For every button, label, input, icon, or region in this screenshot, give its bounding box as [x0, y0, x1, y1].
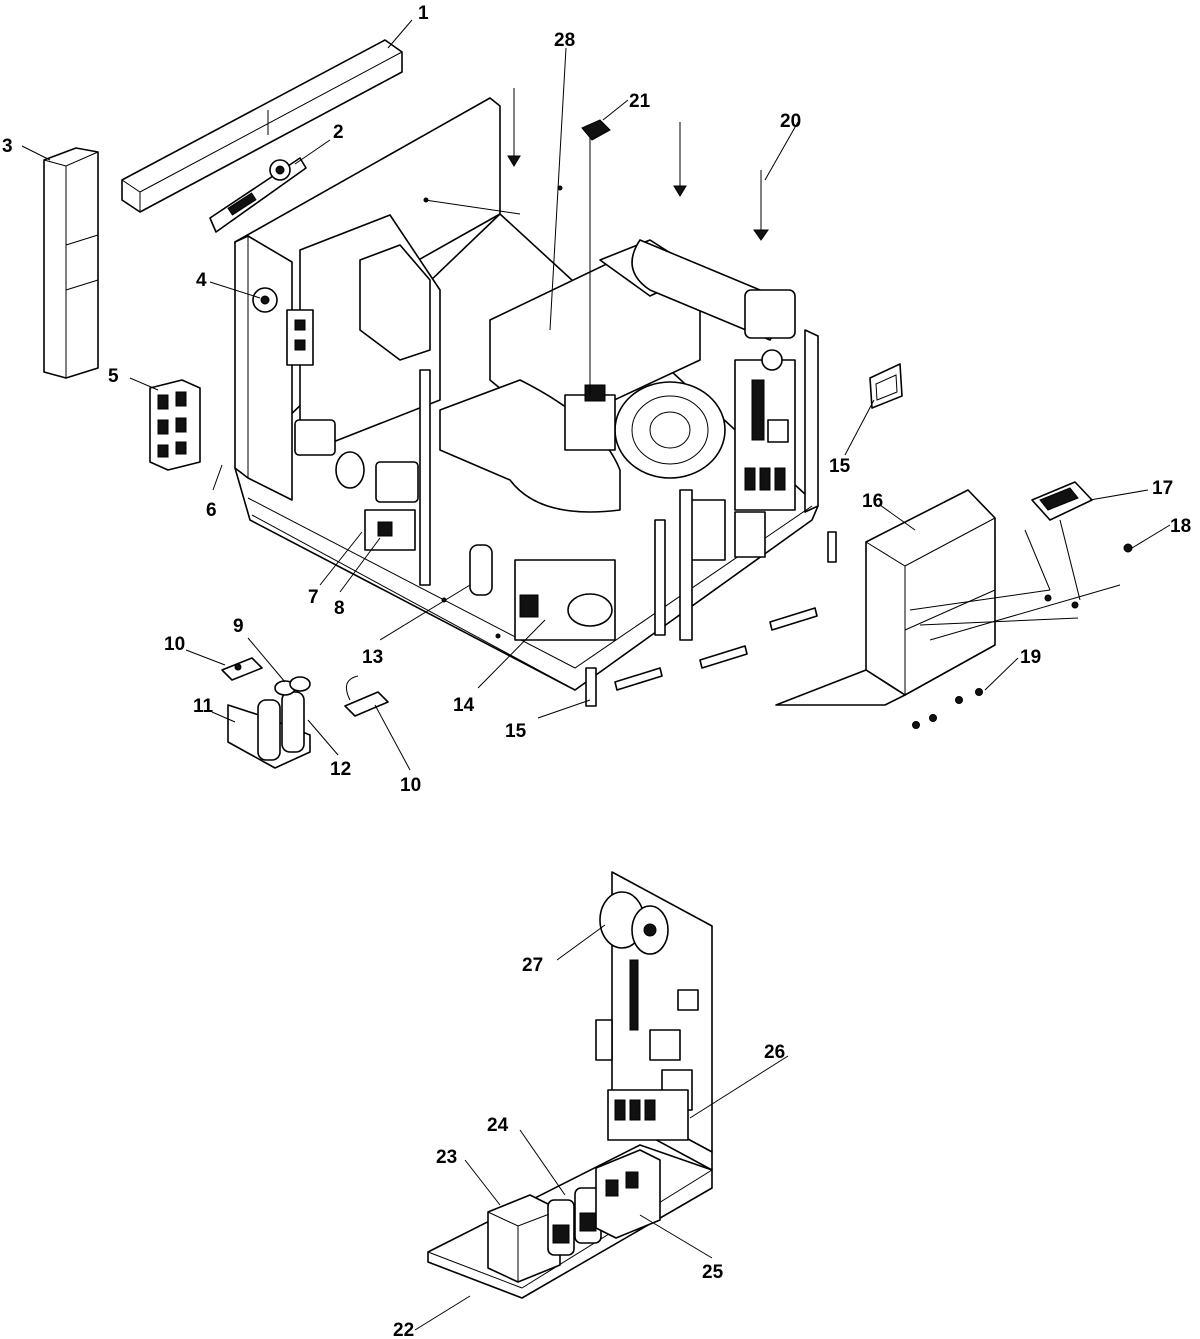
part-24-relays: [547, 1187, 602, 1256]
part-11-capacitor-bracket: [227, 691, 311, 769]
callout-10a: 10: [164, 634, 185, 655]
part-20-screw: [753, 170, 769, 241]
callout-1: 1: [418, 3, 429, 24]
part-21-clip: [581, 119, 611, 141]
callout-25: 25: [702, 1262, 724, 1283]
callout-20: 20: [780, 111, 801, 132]
callout-16: 16: [862, 491, 883, 512]
callout-27: 27: [522, 955, 543, 976]
callout-7: 7: [308, 587, 319, 608]
part-26-control-board: [595, 871, 713, 1171]
part-27-capacitor: [599, 891, 669, 955]
callout-6: 6: [206, 500, 217, 521]
callout-24: 24: [487, 1115, 509, 1136]
callout-18: 18: [1170, 516, 1191, 537]
callout-5: 5: [108, 366, 119, 387]
callout-26: 26: [764, 1042, 785, 1063]
callout-3: 3: [2, 136, 13, 157]
callout-4: 4: [196, 270, 207, 291]
part-18-screw: [1123, 543, 1133, 553]
callout-12: 12: [330, 759, 351, 780]
callout-28: 28: [554, 30, 575, 51]
part-3-side-column: [43, 147, 99, 379]
callout-10b: 10: [400, 775, 421, 796]
part-1-top-rail: [121, 39, 403, 213]
main-chassis: [234, 97, 837, 691]
part-17-latch: [1024, 481, 1093, 609]
callout-19: 19: [1020, 647, 1041, 668]
part-2-switch-bracket: [209, 157, 307, 233]
callout-labels: 1 2 3 4 5 6 7 8 9 10 10 11 12 13 14 15 1…: [2, 3, 1191, 1339]
part-15-plate-lower: [585, 667, 597, 707]
callout-15a: 15: [829, 456, 851, 477]
callout-22: 22: [393, 1320, 414, 1339]
part-10-diode-left: [221, 657, 263, 681]
callout-15b: 15: [505, 721, 527, 742]
mounting-rods: [424, 88, 687, 395]
callout-21: 21: [629, 91, 651, 112]
part-10-diode-right: [344, 675, 389, 717]
callout-8: 8: [334, 598, 345, 619]
leader-lines: [21, 19, 1171, 1331]
part-9-capacitor: [274, 676, 311, 696]
part-15-plate-upper: [869, 363, 903, 409]
callout-23: 23: [436, 1147, 457, 1168]
callout-17: 17: [1152, 478, 1173, 499]
part-25-relay-block: [595, 1149, 661, 1239]
callout-11: 11: [193, 696, 214, 717]
callout-9: 9: [233, 616, 244, 637]
part-5-terminal-block: [149, 379, 201, 471]
part-23-transformer: [487, 1194, 561, 1283]
part-16-front-panel: [775, 489, 1121, 729]
callout-2: 2: [333, 122, 344, 143]
callout-13: 13: [362, 647, 383, 668]
callout-14: 14: [453, 695, 475, 716]
